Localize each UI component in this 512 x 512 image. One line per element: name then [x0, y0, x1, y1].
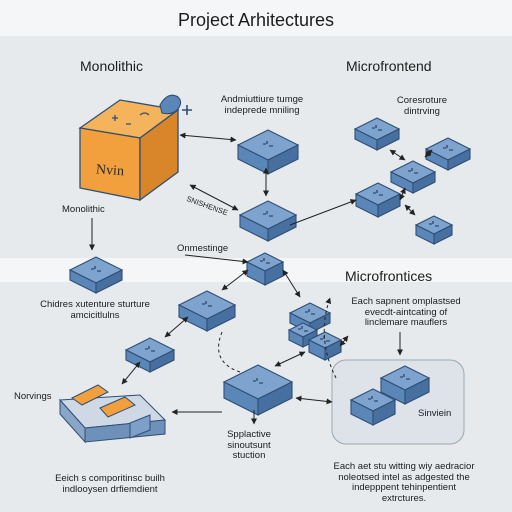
arrow-right-4-5: [404, 204, 416, 216]
arrow-router-to-cluster: [282, 269, 301, 298]
arrow-card-curve: [323, 297, 337, 379]
arrow-lower-to-card: [295, 395, 333, 405]
arrow-mono-to-top: [179, 132, 237, 143]
arrows-layer: [89, 132, 433, 425]
section-title-microfrontend: Microfrontend: [346, 58, 432, 74]
arrow-card-to-cluster: [339, 335, 349, 347]
block-mid-center: [238, 200, 298, 242]
arrow-mid-to-right: [289, 199, 357, 226]
arrow-router-to-midleft: [221, 269, 249, 291]
block-left-small: [68, 256, 124, 294]
arrow-right-3-4: [399, 187, 406, 201]
label-monolithic-small: Monolithic: [62, 204, 105, 215]
page-title: Project Arhitectures: [177, 10, 335, 30]
arrow-onmestinge: [184, 254, 249, 265]
arrow-midleft-to-lower: [164, 316, 189, 338]
block-router: [245, 252, 285, 286]
arrow-right-1-2: [389, 149, 406, 161]
section-title-microfrontices: Microfrontices: [345, 268, 433, 284]
arrow-right-2-3: [424, 149, 433, 158]
arrow-lower-curve: [218, 331, 241, 373]
monolithic-block: [78, 94, 192, 202]
block-cluster-3: [307, 331, 343, 361]
blocks-layer: [68, 117, 472, 426]
block-right-3: [389, 160, 437, 194]
monolithic-block-logo: Nvin: [95, 162, 124, 179]
label-top-right: Coresroture dintrving: [396, 95, 448, 117]
block-right-5: [414, 215, 454, 245]
block-right-4: [354, 182, 402, 218]
block-cluster-2: [287, 322, 319, 348]
block-mid-left: [177, 290, 237, 332]
block-card-1: [349, 388, 397, 426]
block-lower-center: [222, 364, 294, 416]
section-title-monolithic: Monolithic: [80, 58, 144, 74]
label-norvings: Norvings: [14, 391, 52, 402]
label-onmestinge: Onmestinge: [177, 243, 229, 254]
block-card-2: [379, 365, 431, 405]
label-each-sapnent: Each sapnent omplastsed evecdt-aintcatin…: [351, 296, 461, 329]
label-splactive: Spplactive sinoutsunt stuction: [227, 429, 271, 462]
label-bottom-right: Each aet stu witting wiy aedracior noleo…: [333, 461, 475, 504]
label-bottom-left: Eeich s comporitinsc builh indlooysen dr…: [55, 473, 165, 495]
block-right-1: [353, 117, 401, 151]
arrow-shunshense: [189, 184, 239, 211]
label-sinviein: Sinviein: [418, 408, 452, 419]
arrow-lower-to-norvings: [121, 361, 141, 385]
label-top-center: Andmiuttiure tumge indeprede mniling: [220, 94, 304, 116]
arrow-cluster-to-lower: [274, 351, 306, 367]
norvings-platform: [58, 384, 167, 444]
block-left-lower: [124, 337, 176, 373]
label-chidres: Chidres xutenture sturture amcicitlulns: [40, 299, 150, 321]
